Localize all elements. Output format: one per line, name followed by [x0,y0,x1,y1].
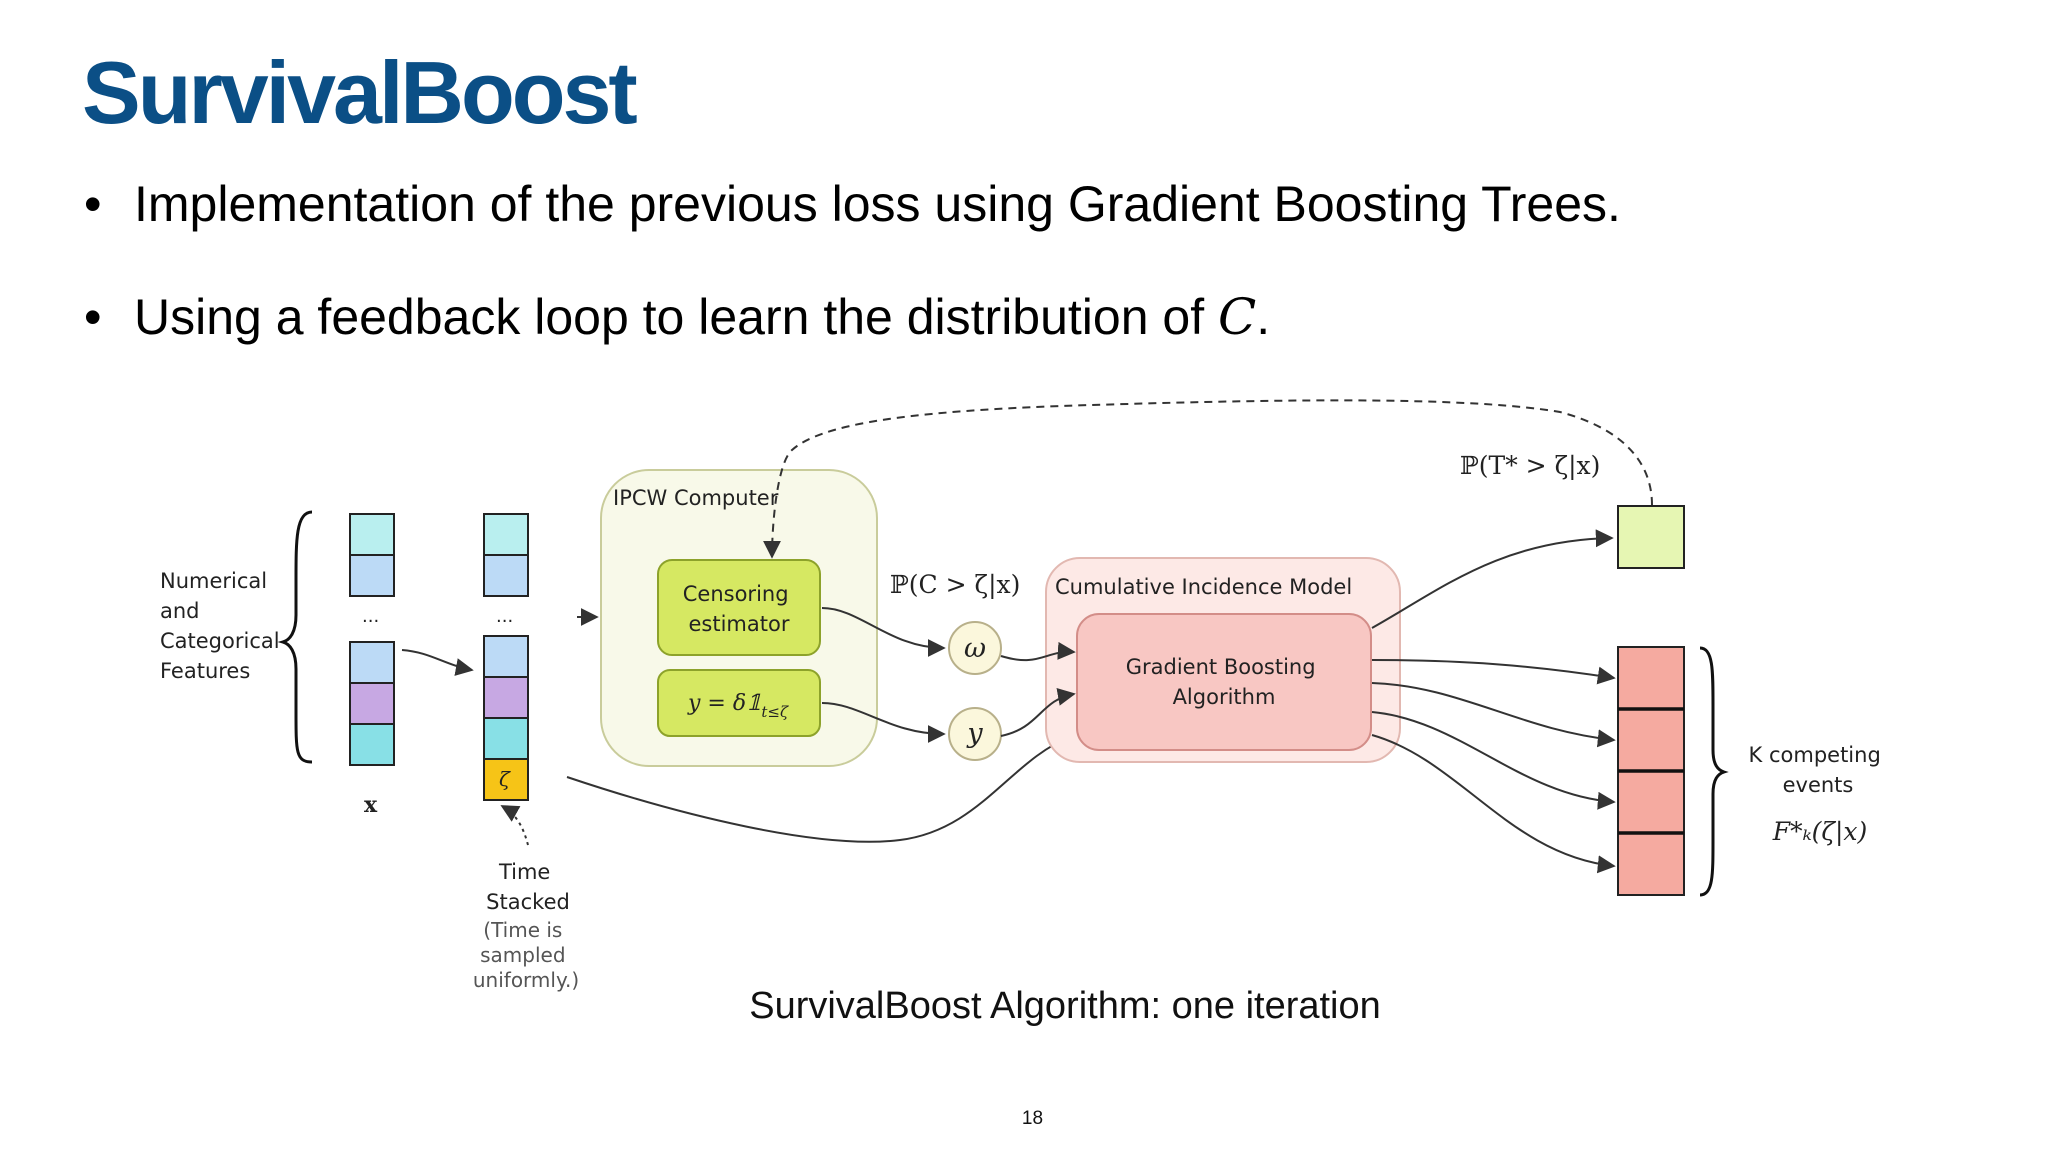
event-dividers [1618,707,1684,835]
bullet-item: • Implementation of the previous loss usi… [84,175,1621,233]
y-formula-label: y = δ𝟙t≤ζ [687,691,789,721]
bullet-suffix: . [1256,289,1271,345]
bullet-item: • Using a feedback loop to learn the dist… [84,288,1270,346]
figure-caption: SurvivalBoost Algorithm: one iteration [749,985,1381,1027]
competing-events-vector [1617,646,1685,896]
gradient-boosting-label: Gradient Boosting Algorithm [1126,655,1323,709]
y-node [948,707,1002,761]
prob-survival-label: ℙ(T* > ζ|x) [1460,451,1600,481]
arrow-censoring-to-omega [821,607,946,657]
arrow-omega-to-gb [1000,641,1076,662]
bullet-marker: • [84,289,102,345]
arrow-to-event-3 [1371,711,1616,810]
bullet-math-c: C [1218,288,1257,346]
time-dotted-arrow [500,805,529,846]
survival-output-box [1617,505,1685,569]
bullet-marker: • [84,176,102,232]
ellipsis-x: ... [362,606,379,627]
gradient-boosting-box [1076,613,1372,751]
slide-title: SurvivalBoost [82,43,638,142]
arrow-yformula-to-y [821,702,946,743]
ipcw-title: IPCW Computer [613,486,779,510]
features-label: Numerical and Categorical Features [160,569,286,683]
bullet-text: Implementation of the previous loss usin… [134,176,1621,232]
censoring-estimator-label: Censoring estimator [683,582,795,636]
x-label: x [364,792,378,818]
time-sampling-note: (Time is sampled uniformly.) [473,918,579,992]
feedback-loop-arrow [763,399,1653,559]
arrow-x-to-stacked [401,649,474,676]
arrow-to-event-1 [1371,659,1616,685]
time-stacked-vector [483,513,529,801]
feature-vector-x [349,513,395,766]
cim-title: Cumulative Incidence Model [1055,575,1352,599]
bullet-text: Using a feedback loop to learn the distr… [134,289,1219,345]
y-node-label: y [966,718,983,749]
prob-censoring-label: ℙ(C > ζ|x) [890,570,1020,600]
ellipsis-stacked: ... [496,606,513,627]
zeta-cell-label: ζ [499,767,511,791]
censoring-estimator-box [657,559,821,656]
features-brace [277,510,313,764]
k-competing-events-label: K competing events [1749,743,1888,797]
time-stacked-label: Time Stacked [486,860,570,914]
y-formula-box [657,669,821,737]
arrow-y-to-gb [1000,687,1076,737]
arrow-to-event-2 [1371,682,1616,748]
omega-node [948,621,1002,675]
cumulative-incidence-label: F*ₖ(ζ|x) [1772,817,1868,847]
arrow-to-survival-output [1371,529,1614,629]
arrow-stacked-to-model [566,733,1074,843]
arrow-to-event-4 [1371,734,1616,874]
page-number: 18 [1021,1108,1044,1129]
events-brace [1699,646,1729,897]
omega-label: ω [964,633,986,664]
